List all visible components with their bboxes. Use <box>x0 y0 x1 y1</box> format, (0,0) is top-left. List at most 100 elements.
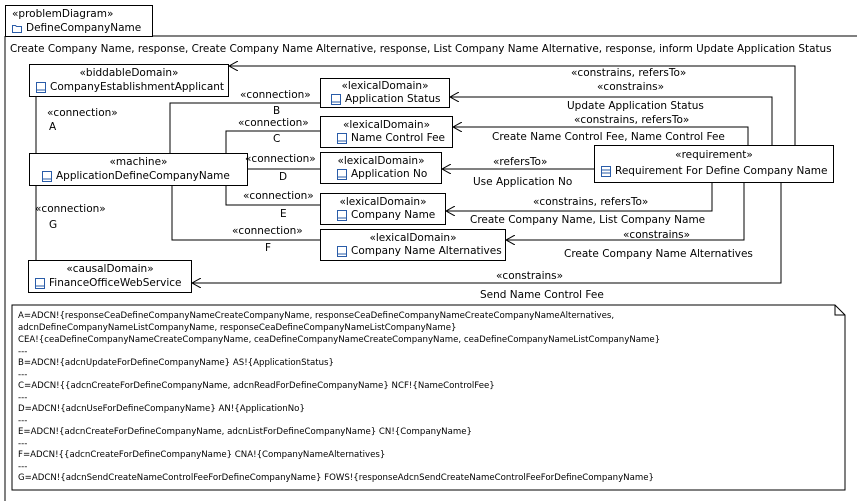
domain-name: FinanceOfficeWebService <box>35 277 182 289</box>
domain-machine[interactable]: «machine» ApplicationDefineCompanyName <box>29 153 248 186</box>
note-line: --- <box>18 416 28 426</box>
req-link-name-fee <box>453 127 749 145</box>
req-link-alternatives-text: Create Company Name Alternatives <box>564 248 753 260</box>
domain-icon <box>337 168 347 180</box>
req-link-company-name <box>446 183 713 211</box>
note-line: CEA!{ceaDefineCompanyNameCreateCompanyNa… <box>18 335 661 345</box>
req-link-applicant <box>229 66 796 145</box>
connection-line-f <box>171 186 320 241</box>
domain-name-fee[interactable]: «lexicalDomain» Name Control Fee <box>320 116 453 148</box>
note-outline <box>11 304 846 491</box>
domain-icon <box>337 209 347 221</box>
req-link-app-status-stereotype: «constrains» <box>597 81 665 93</box>
domain-name: Application Status <box>331 93 440 105</box>
domain-name: Company Name Alternatives <box>337 245 502 257</box>
connection-a-stereotype: «connection» <box>47 107 118 119</box>
domain-name-text: Company Name Alternatives <box>351 245 502 257</box>
domain-icon <box>35 277 45 289</box>
req-link-app-no-stereotype: «refersTo» <box>493 156 548 168</box>
note-line: B=ADCN!{adcnUpdateForDefineCompanyName} … <box>18 358 334 368</box>
domain-name: CompanyEstablishmentApplicant <box>36 81 224 93</box>
domain-name-text: Application No <box>351 168 428 180</box>
domain-app-no[interactable]: «lexicalDomain» Application No <box>320 152 442 184</box>
req-link-app-status <box>450 97 773 145</box>
connection-e-label: E <box>280 208 287 220</box>
domain-stereotype: «causalDomain» <box>66 263 154 275</box>
domain-name: Application No <box>337 168 427 180</box>
req-link-alternatives <box>506 183 745 240</box>
connection-e-stereotype: «connection» <box>243 190 314 202</box>
connection-line-c <box>225 130 320 153</box>
note-line: adcnDefineCompanyNameListCompanyName, re… <box>18 323 457 333</box>
domain-name: Company Name <box>337 209 435 221</box>
domain-icon <box>337 245 347 257</box>
connection-g-stereotype: «connection» <box>35 203 106 215</box>
connection-c-label: C <box>273 133 281 145</box>
note-line: --- <box>18 393 28 403</box>
domain-stereotype: «lexicalDomain» <box>369 232 457 244</box>
req-link-webservice-text: Send Name Control Fee <box>480 289 604 301</box>
connection-f-label: F <box>265 242 272 254</box>
req-link-name-fee-text: Create Name Control Fee, Name Control Fe… <box>492 131 725 143</box>
domain-name-text: FinanceOfficeWebService <box>49 277 182 289</box>
top-interaction-label: Create Company Name, response, Create Co… <box>10 43 832 55</box>
requirement-icon <box>601 165 611 177</box>
req-link-webservice-stereotype: «constrains» <box>496 270 564 282</box>
folder-icon <box>12 24 22 33</box>
domain-name-text: Name Control Fee <box>351 132 445 144</box>
domain-name-text: ApplicationDefineCompanyName <box>56 170 230 182</box>
requirement-name-text: Requirement For Define Company Name <box>615 165 828 177</box>
note-line: D=ADCN!{adcnUseForDefineCompanyName} AN!… <box>18 404 305 414</box>
domain-alternatives[interactable]: «lexicalDomain» Company Name Alternative… <box>320 229 506 261</box>
domain-icon <box>337 132 347 144</box>
domain-stereotype: «lexicalDomain» <box>337 155 425 167</box>
connection-c-stereotype: «connection» <box>238 117 309 129</box>
note-line: --- <box>18 462 28 472</box>
requirement-stereotype: «requirement» <box>675 149 753 161</box>
connection-g-label: G <box>49 219 58 231</box>
domain-icon <box>42 170 52 182</box>
domain-icon <box>331 93 341 105</box>
note-line: F=ADCN!{{adcnCreateForDefineCompanyName}… <box>18 450 386 460</box>
domain-applicant[interactable]: «biddableDomain» CompanyEstablishmentApp… <box>29 64 229 97</box>
note-line: E=ADCN!{adcnCreateForDefineCompanyName, … <box>18 427 472 437</box>
domain-stereotype: «lexicalDomain» <box>342 119 431 131</box>
req-link-company-name-stereotype: «constrains, refersTo» <box>533 196 649 208</box>
req-link-name-fee-stereotype: «constrains, refersTo» <box>574 114 690 126</box>
note-fold <box>834 305 845 316</box>
connection-line-b <box>169 102 320 153</box>
domain-name: ApplicationDefineCompanyName <box>42 170 230 182</box>
domain-stereotype: «lexicalDomain» <box>339 196 427 208</box>
domain-stereotype: «machine» <box>109 156 168 168</box>
domain-name: Name Control Fee <box>337 132 445 144</box>
domain-name-text: Application Status <box>345 93 441 105</box>
connection-b-stereotype: «connection» <box>240 89 311 101</box>
domain-icon <box>36 81 46 93</box>
note-line: G=ADCN!{adcnSendCreateNameControlFeeForD… <box>18 473 654 483</box>
domain-webservice[interactable]: «causalDomain» FinanceOfficeWebService <box>28 260 192 293</box>
connection-b-label: B <box>273 105 281 117</box>
domain-name-text: Company Name <box>351 209 436 221</box>
note-line: --- <box>18 439 28 449</box>
requirement-name: Requirement For Define Company Name <box>601 165 828 177</box>
req-link-company-name-text: Create Company Name, List Company Name <box>470 214 706 226</box>
connection-line-e <box>225 186 320 206</box>
constraint-note: A=ADCN!{responseCeaDefineCompanyNameCrea… <box>12 305 845 490</box>
note-line: A=ADCN!{responseCeaDefineCompanyNameCrea… <box>18 311 615 321</box>
domain-app-status[interactable]: «lexicalDomain» Application Status <box>320 78 450 108</box>
requirement-box[interactable]: «requirement» Requirement For Define Com… <box>594 145 834 183</box>
connection-f-stereotype: «connection» <box>232 225 303 237</box>
req-link-applicant-stereotype: «constrains, refersTo» <box>571 67 687 79</box>
note-line: C=ADCN!{{adcnCreateForDefineCompanyName,… <box>18 381 495 391</box>
req-link-alternatives-stereotype: «constrains» <box>623 229 691 241</box>
connection-d-label: D <box>279 171 288 183</box>
domain-name-text: CompanyEstablishmentApplicant <box>50 81 225 93</box>
diagram-name-text: DefineCompanyName <box>26 22 142 34</box>
req-link-webservice <box>192 183 782 283</box>
connection-d-stereotype: «connection» <box>245 153 316 165</box>
note-line: --- <box>18 347 28 357</box>
connection-a-label: A <box>49 121 57 133</box>
note-line: --- <box>18 370 28 380</box>
domain-company-name[interactable]: «lexicalDomain» Company Name <box>320 193 446 225</box>
